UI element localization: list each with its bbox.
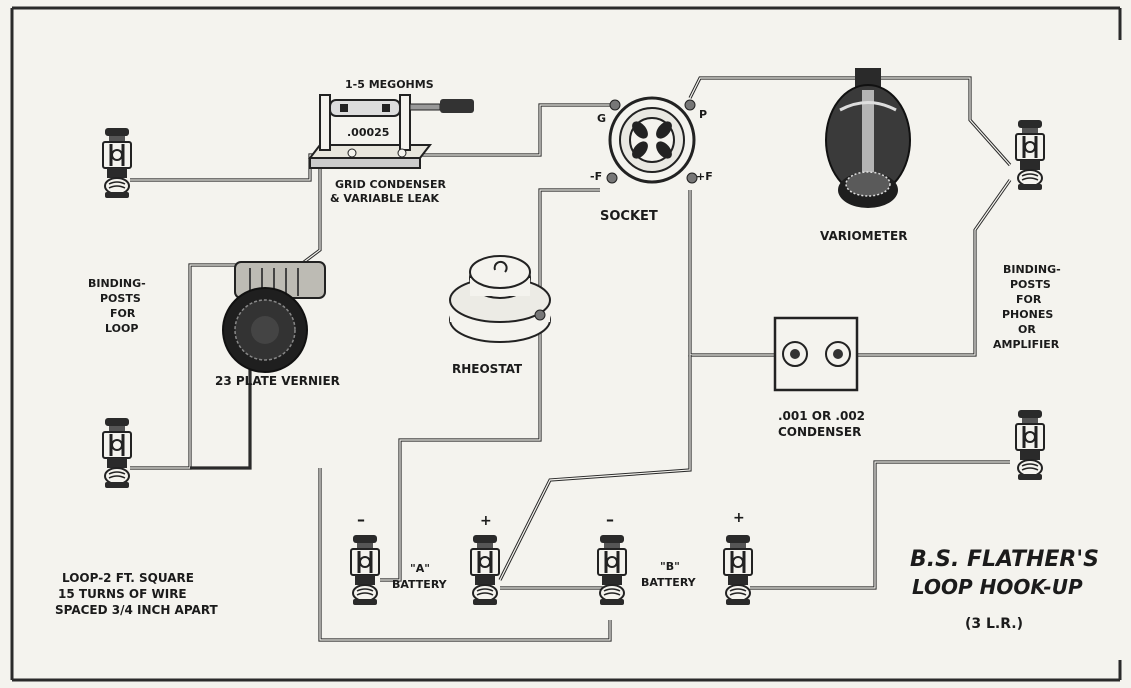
socket-terminal-g: G	[597, 112, 606, 125]
condenser-label-2: CONDENSER	[778, 425, 861, 439]
b-battery-plus: +	[733, 510, 745, 526]
a-battery-plus: +	[480, 513, 492, 529]
fixed-condenser-icon	[773, 316, 859, 392]
loop-note: LOOP-2 FT. SQUARE 15 TURNS OF WIRE SPACE…	[55, 571, 219, 617]
phones-binding-post-bottom	[1014, 408, 1046, 482]
rheostat-icon	[449, 255, 551, 343]
phones-binding-post-top	[1014, 118, 1046, 192]
socket-terminal-neg-f: -F	[590, 170, 602, 183]
socket-terminal-pos-f: +F	[696, 170, 713, 183]
svg-text:LOOP-2 FT. SQUARE: LOOP-2 FT. SQUARE	[62, 571, 194, 585]
svg-text:15 TURNS OF WIRE: 15 TURNS OF WIRE	[58, 587, 187, 601]
diagram-title: B.S. FLATHER'S LOOP HOOK-UP (3 L.R.)	[910, 547, 1099, 632]
svg-text:FOR: FOR	[110, 307, 136, 320]
socket-icon	[606, 96, 698, 184]
svg-text:LOOP: LOOP	[105, 322, 138, 335]
cap-value-label: .00025	[347, 126, 389, 139]
b-battery-minus: –	[606, 510, 614, 529]
condenser-label-1: .001 OR .002	[778, 409, 865, 423]
variometer-icon	[825, 68, 911, 208]
svg-text:B.S. FLATHER'S: B.S. FLATHER'S	[910, 547, 1099, 572]
phones-posts-label: BINDING- POSTS FOR PHONES OR AMPLIFIER	[993, 263, 1061, 351]
svg-text:(3 L.R.): (3 L.R.)	[965, 616, 1023, 632]
wiring	[130, 76, 1012, 642]
loop-binding-post-top	[101, 126, 133, 200]
svg-text:POSTS: POSTS	[1010, 278, 1051, 291]
svg-text:POSTS: POSTS	[100, 292, 141, 305]
grid-condenser-icon	[307, 94, 474, 169]
a-battery-minus: –	[357, 510, 365, 529]
frame-border	[10, 6, 1122, 682]
b-battery-word: BATTERY	[641, 576, 697, 589]
loop-posts-label: BINDING- POSTS FOR LOOP	[88, 277, 146, 335]
socket-label: SOCKET	[600, 209, 658, 224]
svg-text:FOR: FOR	[1016, 293, 1042, 306]
svg-text:OR: OR	[1018, 323, 1036, 336]
b-battery-pos-post	[722, 533, 754, 607]
rheostat-label: RHEOSTAT	[452, 362, 523, 376]
svg-text:BINDING-: BINDING-	[1003, 263, 1061, 276]
vernier-label: 23 PLATE VERNIER	[215, 374, 340, 388]
svg-text:BINDING-: BINDING-	[88, 277, 146, 290]
svg-text:LOOP HOOK-UP: LOOP HOOK-UP	[912, 575, 1083, 599]
grid-condenser-label-2: & VARIABLE LEAK	[330, 192, 440, 205]
a-battery-word: BATTERY	[392, 578, 448, 591]
grid-condenser-label-1: GRID CONDENSER	[335, 178, 446, 191]
a-battery-pos-post	[469, 533, 501, 607]
megohms-label: 1-5 MEGOHMS	[345, 78, 434, 91]
loop-binding-post-bottom	[101, 416, 133, 490]
a-battery-neg-post	[349, 533, 381, 607]
svg-text:PHONES: PHONES	[1002, 308, 1053, 321]
socket-terminal-p: P	[699, 108, 707, 121]
variometer-label: VARIOMETER	[820, 229, 907, 243]
b-battery-letter: "B"	[660, 560, 680, 573]
svg-text:AMPLIFIER: AMPLIFIER	[993, 338, 1060, 351]
a-battery-letter: "A"	[410, 562, 430, 575]
vernier-capacitor-icon	[222, 261, 326, 373]
b-battery-neg-post	[596, 533, 628, 607]
svg-text:SPACED 3/4 INCH APART: SPACED 3/4 INCH APART	[55, 603, 219, 617]
